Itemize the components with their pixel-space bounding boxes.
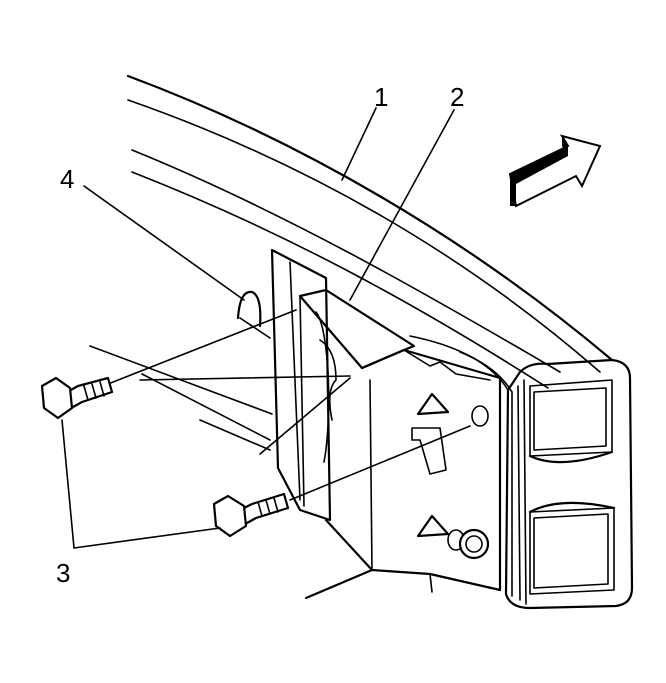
callout-2: 2 — [450, 82, 464, 112]
leader-2 — [349, 109, 455, 301]
leader-4 — [83, 185, 245, 301]
callout-3: 3 — [56, 558, 70, 588]
frame-rail — [89, 345, 273, 451]
forward-arrow-icon — [508, 134, 602, 208]
leader-1 — [341, 107, 377, 181]
callout-4: 4 — [60, 164, 74, 194]
leader-lines — [61, 107, 455, 549]
mounting-bracket — [270, 248, 502, 600]
retainer-clip — [236, 290, 271, 339]
bolt-upper — [40, 309, 351, 420]
bolt-lower — [212, 377, 471, 538]
leader-3b — [73, 527, 221, 549]
impact-bar — [126, 74, 634, 610]
callout-1: 1 — [374, 82, 388, 112]
leader-3a — [61, 419, 75, 549]
